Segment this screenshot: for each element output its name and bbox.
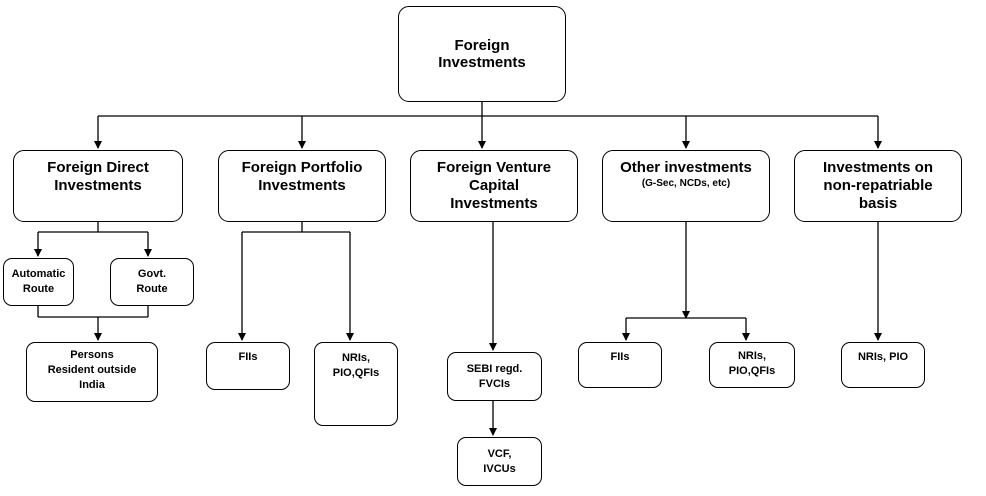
other-child-nris-label: NRIs, PIO,QFIs: [728, 350, 776, 377]
category-node-fvci: Foreign Venture Capital Investments: [410, 150, 578, 222]
fdi-outcome-node: Persons Resident outside India: [26, 342, 158, 402]
fdi-route-govt-label: Govt. Route: [136, 268, 168, 295]
category-label-fpi: Foreign Portfolio Investments: [241, 159, 363, 194]
category-node-non-repatriable: Investments on non-repatriable basis: [794, 150, 962, 222]
nonrep-child-nris-pio: NRIs, PIO: [841, 342, 925, 388]
fdi-route-automatic: Automatic Route: [3, 258, 74, 306]
fpi-child-fiis: FIIs: [206, 342, 290, 390]
fvci-child-sebi-label: SEBI regd. FVCIs: [466, 362, 523, 390]
fvci-grandchild-label: VCF, IVCUs: [483, 447, 516, 475]
fpi-child-fiis-label: FIIs: [238, 351, 258, 363]
other-child-fiis: FIIs: [578, 342, 662, 388]
fdi-outcome-label: Persons Resident outside India: [47, 349, 137, 391]
fdi-route-automatic-label: Automatic Route: [11, 268, 66, 295]
category-node-fpi: Foreign Portfolio Investments: [218, 150, 386, 222]
other-child-fiis-label: FIIs: [610, 351, 630, 363]
root-label: Foreign Investments: [438, 36, 526, 71]
fvci-child-sebi-regd: SEBI regd. FVCIs: [447, 352, 542, 401]
category-label-other: Other investments: [620, 159, 752, 176]
category-sublabel-other: (G-Sec, NCDs, etc): [641, 178, 731, 189]
category-node-fdi: Foreign Direct Investments: [13, 150, 183, 222]
fpi-child-nris-label: NRIs, PIO,QFIs: [332, 352, 380, 379]
nonrep-child-label: NRIs, PIO: [857, 351, 909, 363]
root-node-foreign-investments: Foreign Investments: [398, 6, 566, 102]
category-label-fdi: Foreign Direct Investments: [47, 159, 149, 194]
category-node-other-investments: Other investments (G-Sec, NCDs, etc): [602, 150, 770, 222]
fvci-grandchild-vcf: VCF, IVCUs: [457, 437, 542, 486]
fdi-route-govt: Govt. Route: [110, 258, 194, 306]
fpi-child-nris: NRIs, PIO,QFIs: [314, 342, 398, 426]
category-label-fvci: Foreign Venture Capital Investments: [436, 159, 552, 212]
other-child-nris: NRIs, PIO,QFIs: [709, 342, 795, 388]
category-label-non-repatriable: Investments on non-repatriable basis: [822, 159, 934, 212]
